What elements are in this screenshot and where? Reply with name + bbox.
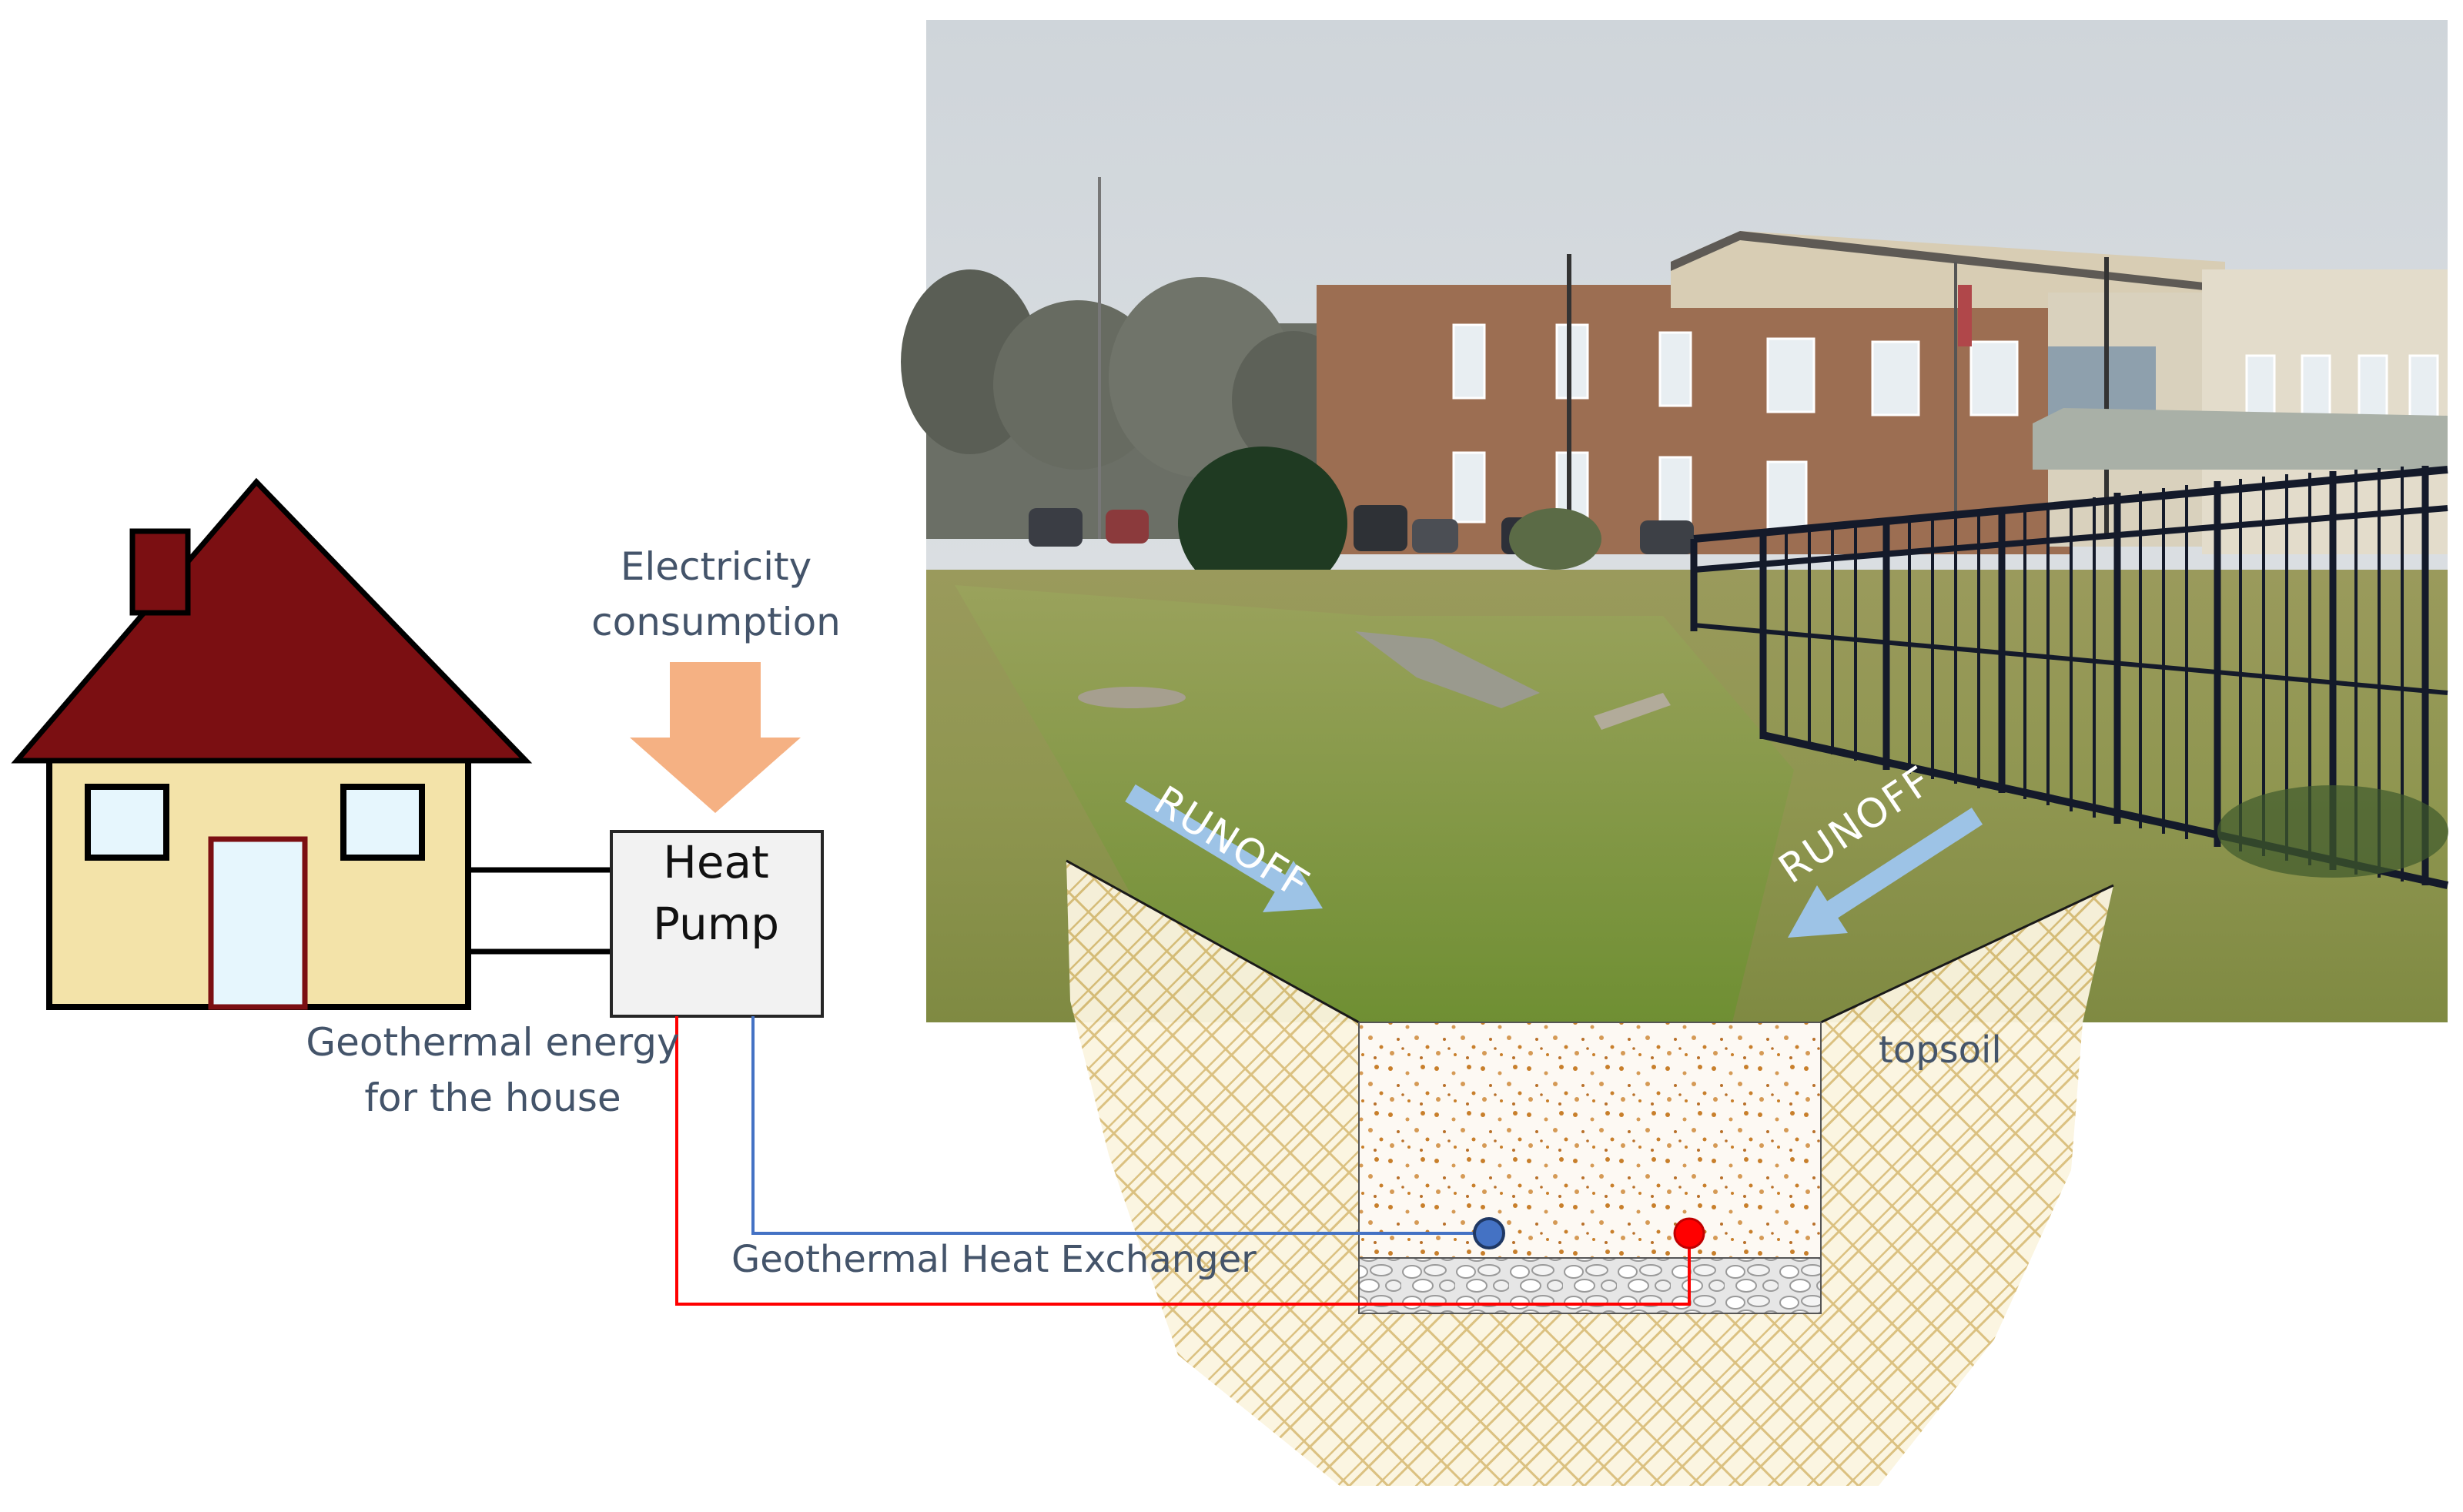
heat-pump-line-1: Heat <box>663 836 769 888</box>
heat-pump-label: Heat Pump <box>610 831 822 955</box>
cold-pipe <box>751 1016 1489 1235</box>
electricity-line-2: consumption <box>591 600 841 644</box>
heat-pump-box <box>610 830 824 1018</box>
soil-cross-section <box>1066 859 2114 1486</box>
window-right <box>340 784 425 861</box>
runoff-arrow-left <box>1125 784 1323 912</box>
door <box>208 836 308 1010</box>
hot-pipe <box>675 1016 1691 1306</box>
runoff-arrow-right <box>1788 808 1983 938</box>
heat-pump-line-2: Pump <box>652 898 780 950</box>
geothermal-line-2: for the house <box>364 1075 621 1120</box>
geothermal-line-1: Geothermal energy <box>306 1020 680 1065</box>
chimney <box>129 528 191 616</box>
down-arrow-icon <box>630 662 801 813</box>
heat-exchanger-label: Geothermal Heat Exchanger <box>731 1238 1257 1281</box>
building <box>1317 231 2448 554</box>
geothermal-energy-label: Geothermal energy for the house <box>293 1015 693 1126</box>
window-left <box>85 784 169 861</box>
house-icon <box>11 477 533 1010</box>
sand-layer <box>1358 1022 1822 1259</box>
hot-pipe-end <box>1673 1217 1705 1249</box>
electricity-consumption-label: Electricity consumption <box>531 539 901 650</box>
site-photo <box>901 20 2449 1022</box>
cold-pipe-end <box>1473 1217 1505 1249</box>
electricity-line-1: Electricity <box>620 544 812 589</box>
topsoil-label: topsoil <box>1879 1029 2002 1072</box>
shrub <box>1178 447 1347 600</box>
house-roof <box>11 477 533 764</box>
